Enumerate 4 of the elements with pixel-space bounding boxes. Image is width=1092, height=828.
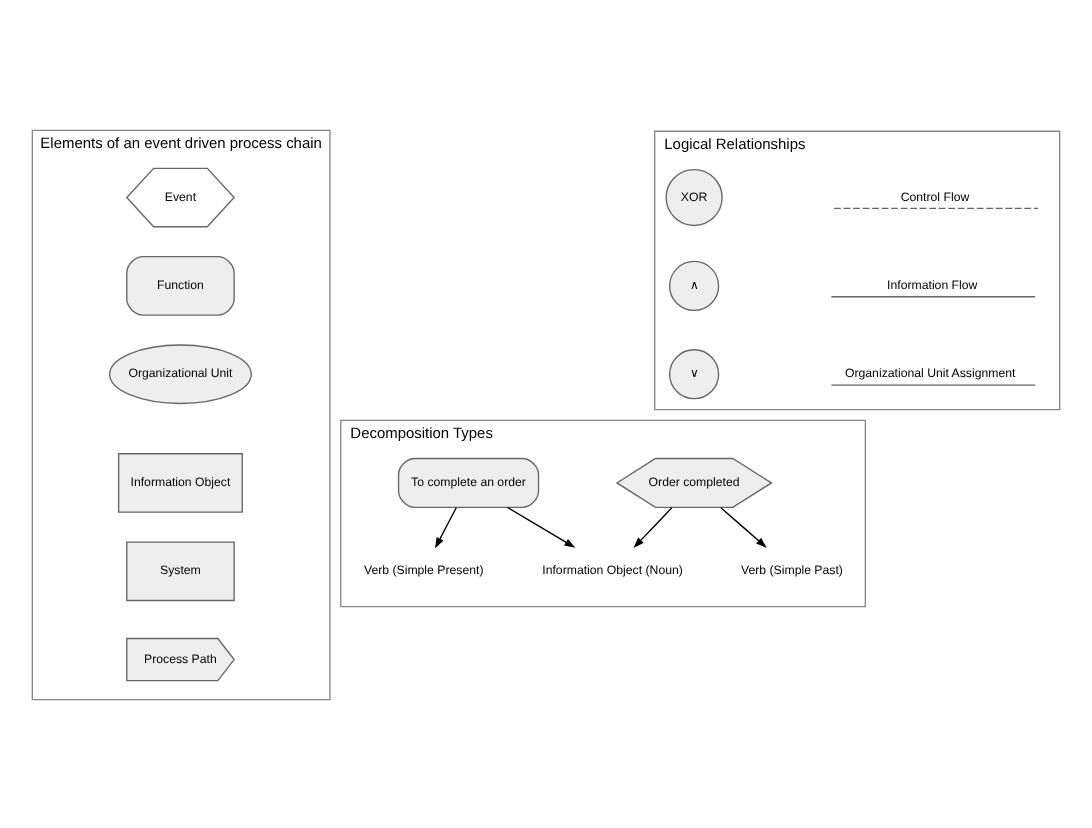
arrow [506, 505, 576, 547]
arrow [720, 506, 767, 547]
arrow [435, 506, 457, 548]
arrow [633, 506, 673, 548]
